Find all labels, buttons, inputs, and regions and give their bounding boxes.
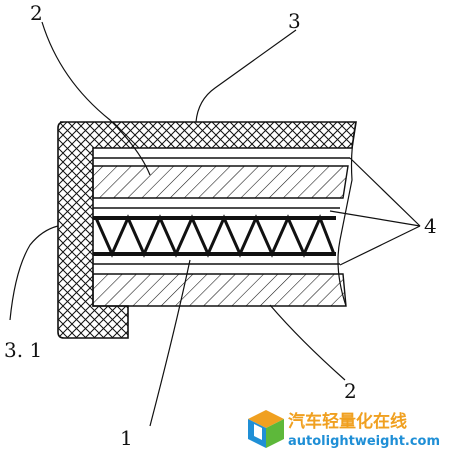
label-upper-skin: 2 [30,1,43,25]
upper-skin [92,165,349,199]
watermark: 汽车轻量化在线 autolightweight.com [248,410,440,449]
cube-logo-icon [248,410,284,448]
watermark-cn-text: 汽车轻量化在线 [288,411,407,432]
label-core: 1 [120,426,133,450]
watermark-en-text: autolightweight.com [288,434,440,449]
corrugated-core [93,214,336,258]
label-cover-flange: 3. 1 [4,338,42,362]
label-cover-layer: 3 [288,9,301,33]
lower-skin [92,273,347,307]
leader-lines [9,21,421,427]
label-lower-skin: 2 [344,379,357,403]
label-adhesive-layers: 4 [424,214,437,238]
